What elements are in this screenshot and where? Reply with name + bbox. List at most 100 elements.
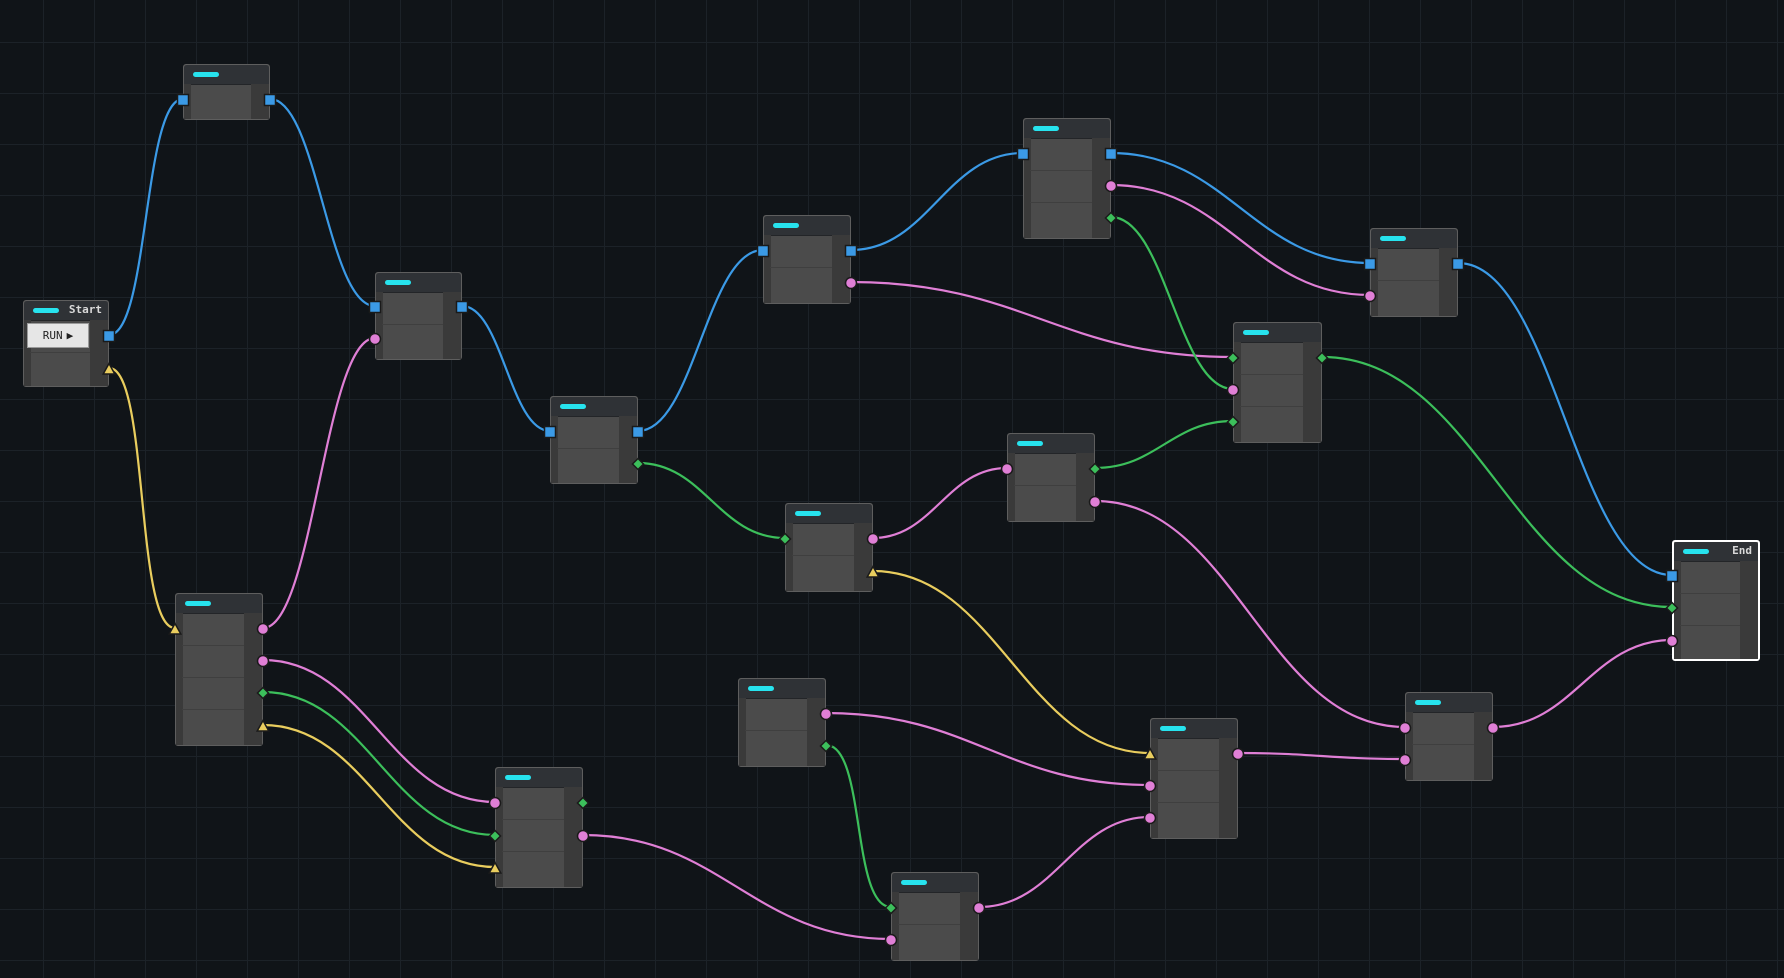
node-header[interactable] [1234,323,1321,343]
node-header[interactable] [1008,434,1094,454]
output-port-pink[interactable] [819,706,833,725]
connection-wire-pink[interactable] [582,833,892,941]
output-port-green[interactable] [819,738,833,757]
output-port-pink[interactable] [256,653,270,672]
connection-wire-pink[interactable] [872,466,1008,540]
output-port-blue[interactable] [1451,256,1465,275]
output-port-yellow[interactable] [101,361,117,380]
connection-wire-pink[interactable] [978,815,1151,909]
node-header[interactable] [176,594,262,614]
output-port-pink[interactable] [972,900,986,919]
input-port-yellow[interactable] [487,860,503,879]
input-port-blue[interactable] [1016,146,1030,165]
graph-node-n1[interactable] [183,64,270,120]
input-port-pink[interactable] [884,932,898,951]
input-port-green[interactable] [488,828,502,847]
input-port-blue[interactable] [1665,568,1679,587]
connection-wire-pink[interactable] [262,336,376,630]
graph-node-n15[interactable] [1405,692,1493,781]
input-port-blue[interactable] [1363,256,1377,275]
input-port-pink[interactable] [1143,810,1157,829]
graph-node-n12[interactable] [1233,322,1322,443]
output-port-green[interactable] [576,795,590,814]
graph-node-n10[interactable] [495,767,583,888]
connection-wire-yellow[interactable] [872,569,1151,755]
connection-wire-pink[interactable] [1094,499,1406,729]
input-port-blue[interactable] [543,424,557,443]
graph-node-n6[interactable] [785,503,873,592]
output-port-blue[interactable] [631,424,645,443]
input-port-green[interactable] [1226,350,1240,369]
output-port-pink[interactable] [1104,178,1118,197]
connection-wire-pink[interactable] [1492,638,1673,729]
output-port-green[interactable] [256,685,270,704]
output-port-yellow[interactable] [865,564,881,583]
connection-wire-blue[interactable] [1110,151,1371,265]
connection-wire-green[interactable] [637,461,786,540]
connection-wire-pink[interactable] [850,280,1234,359]
input-port-pink[interactable] [1226,382,1240,401]
output-port-green[interactable] [631,456,645,475]
input-port-pink[interactable] [1398,720,1412,739]
connection-wire-green[interactable] [825,743,892,909]
node-header[interactable] [496,768,582,788]
output-port-pink[interactable] [1088,494,1102,513]
input-port-green[interactable] [1665,600,1679,619]
input-port-pink[interactable] [1665,633,1679,652]
node-header[interactable]: Start [24,301,108,321]
input-port-blue[interactable] [176,92,190,111]
graph-node-n8[interactable] [1370,228,1458,317]
input-port-green[interactable] [1226,414,1240,433]
graph-node-n14[interactable] [891,872,979,961]
connection-wire-blue[interactable] [108,97,184,337]
connection-wire-yellow[interactable] [262,723,496,869]
input-port-pink[interactable] [1000,461,1014,480]
graph-node-n13[interactable] [1150,718,1238,839]
output-port-pink[interactable] [844,275,858,294]
node-header[interactable] [1151,719,1237,739]
input-port-green[interactable] [884,900,898,919]
output-port-green[interactable] [1104,210,1118,229]
node-header[interactable] [184,65,269,85]
input-port-pink[interactable] [488,795,502,814]
connection-wire-pink[interactable] [825,711,1151,787]
end-node[interactable]: End [1672,540,1760,661]
connection-wire-blue[interactable] [269,97,376,308]
node-header[interactable] [1406,693,1492,713]
connection-wire-blue[interactable] [1457,261,1673,577]
run-button[interactable]: RUN▶ [27,323,89,348]
input-port-pink[interactable] [1143,778,1157,797]
output-port-green[interactable] [1315,350,1329,369]
node-header[interactable] [892,873,978,893]
graph-node-n5[interactable] [1023,118,1111,239]
input-port-pink[interactable] [1363,288,1377,307]
connection-wire-green[interactable] [1321,355,1673,609]
node-header[interactable] [1371,229,1457,249]
graph-node-n7[interactable] [175,593,263,746]
output-port-green[interactable] [1088,461,1102,480]
output-port-blue[interactable] [1104,146,1118,165]
output-port-pink[interactable] [1486,720,1500,739]
input-port-blue[interactable] [756,243,770,262]
graph-node-n2[interactable] [375,272,462,360]
output-port-pink[interactable] [1231,746,1245,765]
connection-wire-pink[interactable] [1237,751,1406,761]
connection-wire-green[interactable] [262,690,496,837]
node-header[interactable] [786,504,872,524]
connection-wire-green[interactable] [1110,215,1234,391]
connection-wire-pink[interactable] [262,658,496,804]
graph-node-n11[interactable] [738,678,826,767]
connection-wire-green[interactable] [1094,419,1234,470]
connection-wire-blue[interactable] [461,304,551,433]
node-header[interactable] [551,397,637,417]
input-port-blue[interactable] [368,299,382,318]
graph-node-n9[interactable] [1007,433,1095,522]
connection-wire-blue[interactable] [850,151,1024,252]
output-port-pink[interactable] [866,531,880,550]
node-header[interactable] [764,216,850,236]
input-port-yellow[interactable] [1142,746,1158,765]
output-port-blue[interactable] [844,243,858,262]
node-header[interactable] [376,273,461,293]
input-port-yellow[interactable] [167,621,183,640]
